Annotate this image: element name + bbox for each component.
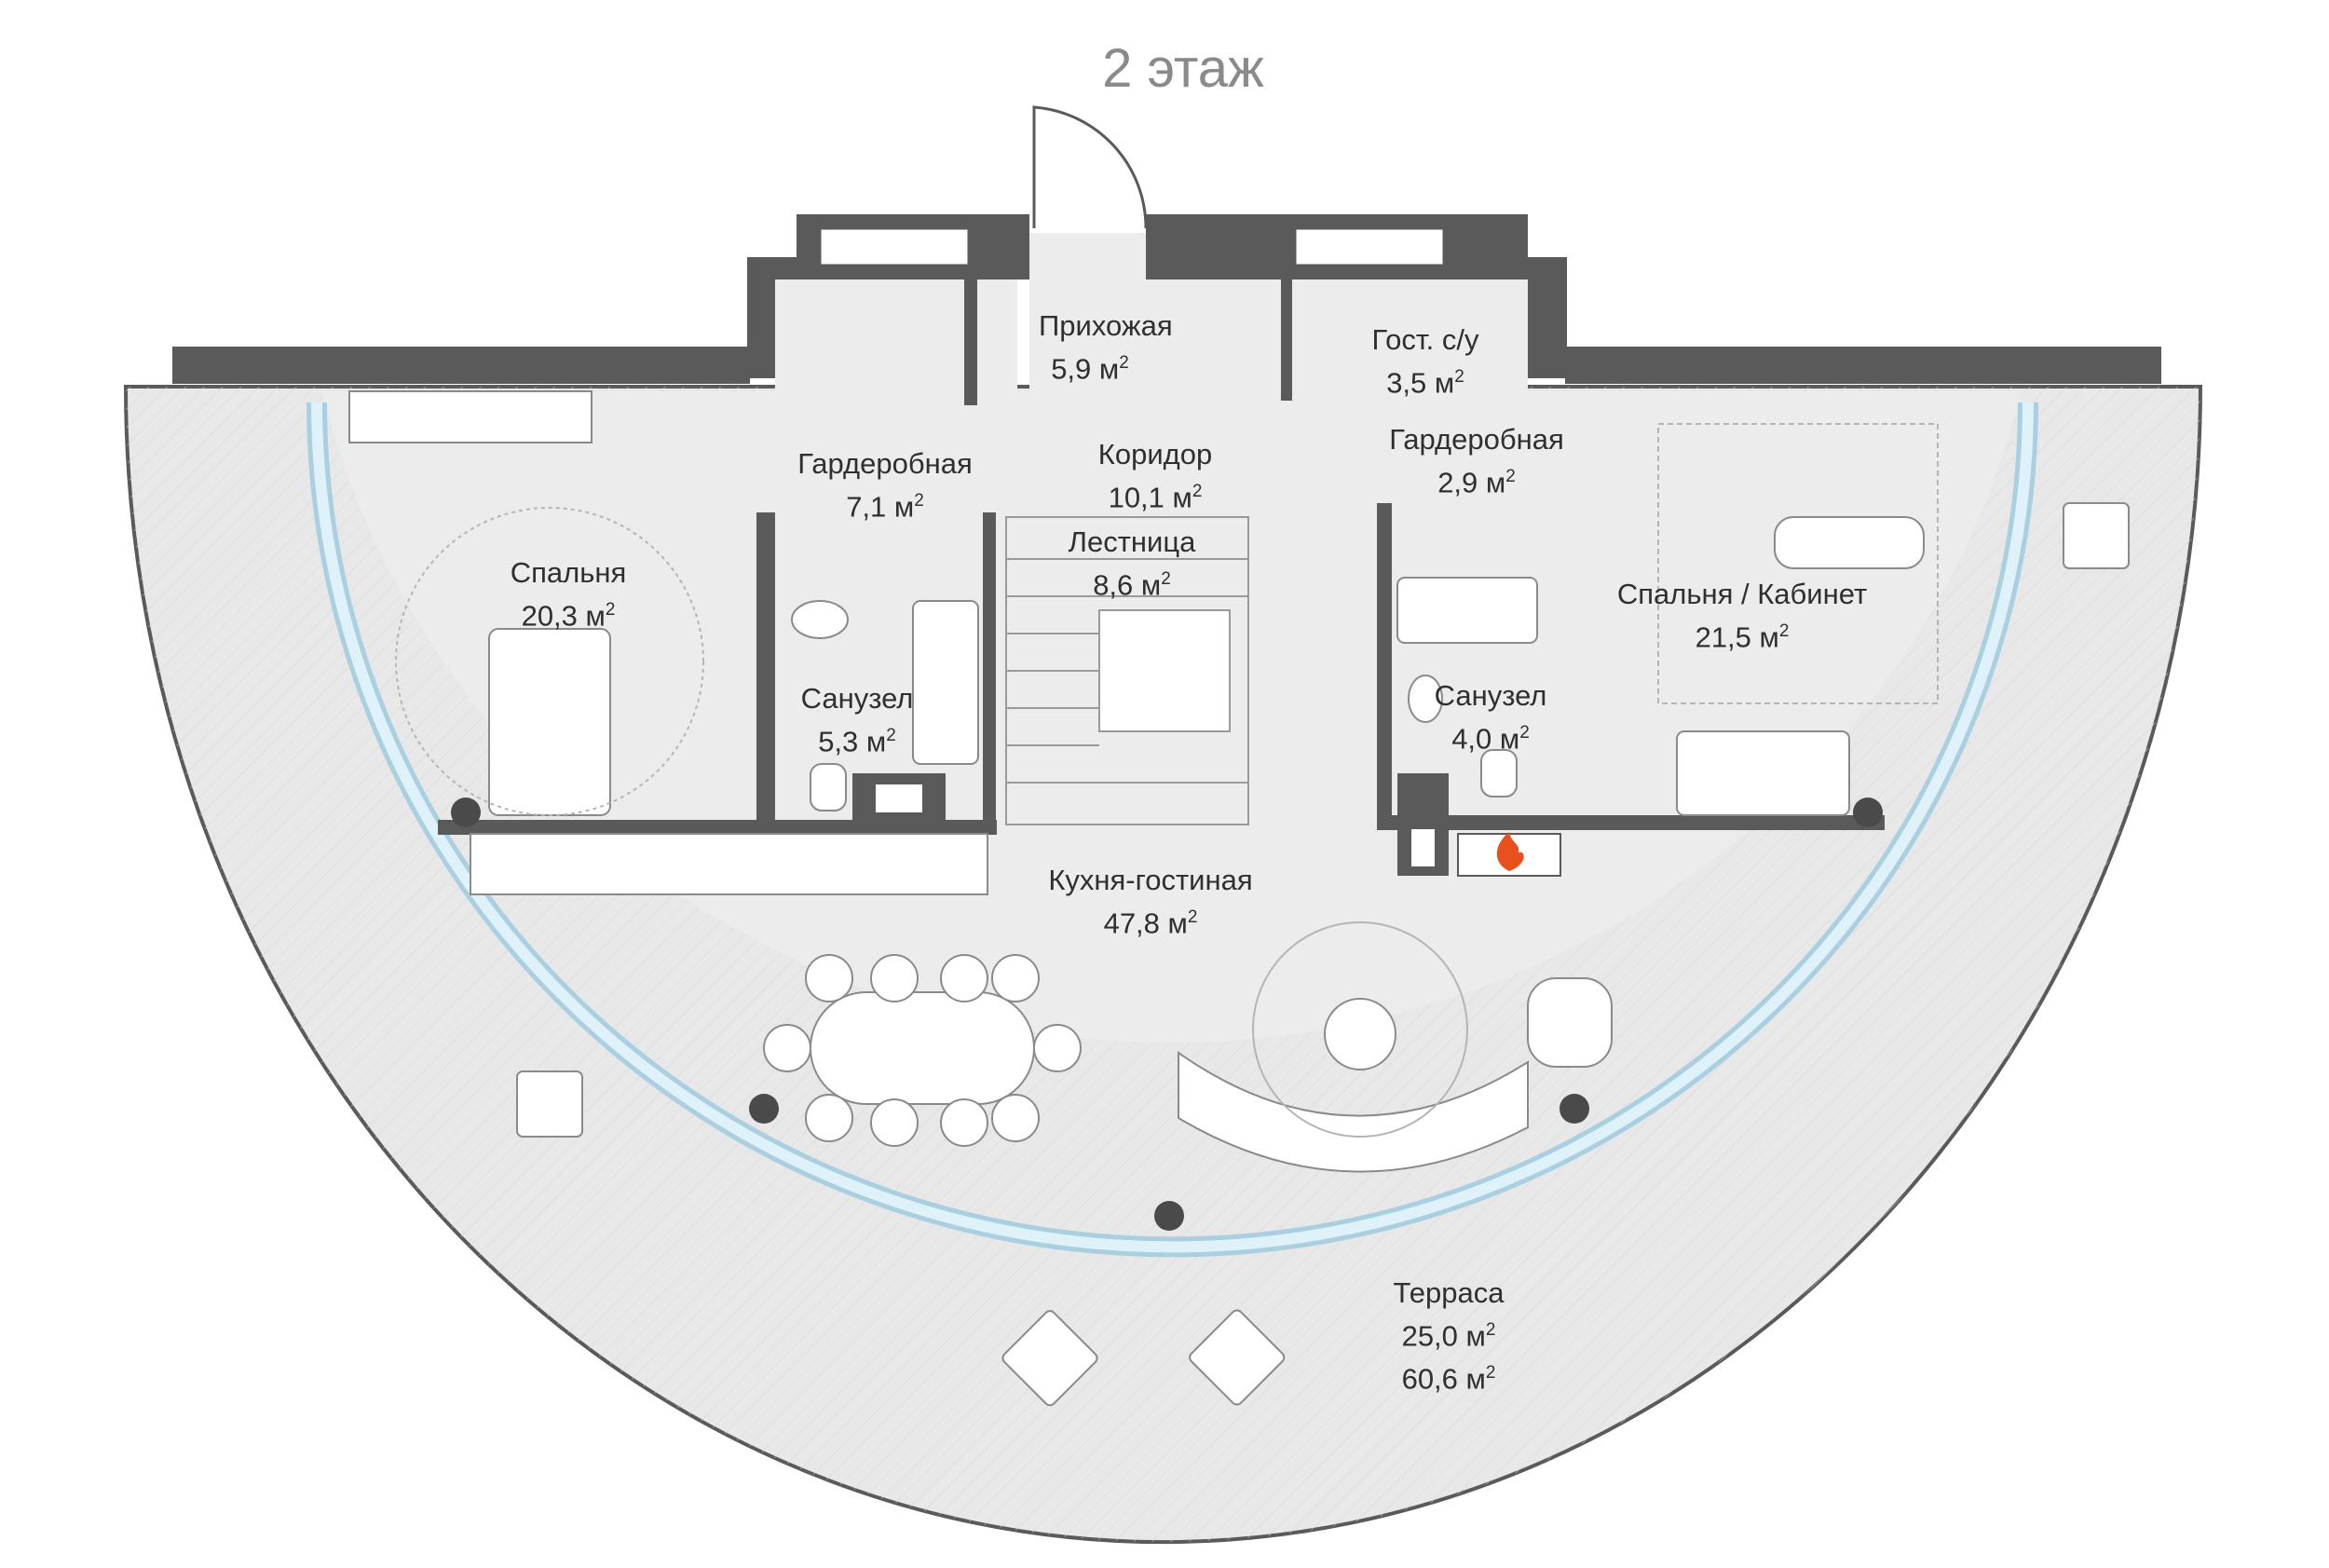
living-rug: [1252, 921, 1468, 1138]
wardrobe-left-upper-floor: [775, 280, 1017, 410]
sink-left: [791, 600, 849, 639]
wall-left-bedroom: [756, 512, 775, 825]
glass-facade-inner: [311, 402, 2034, 1253]
room-label-terrace: Терраса 25,0 м2 60,6 м2: [1393, 1276, 1505, 1396]
staircase: [1005, 516, 1249, 825]
hall-floor: [1029, 233, 1146, 512]
entry-door[interactable]: [1032, 105, 1148, 229]
bathtub-left: [912, 600, 979, 765]
dining-chairs: [763, 954, 1082, 1147]
wall-upper-right: [1528, 257, 1567, 378]
wall-right-bath: [1377, 503, 1392, 825]
wall-right-column-inner: [1411, 829, 1435, 866]
office-rug: [1657, 423, 1939, 704]
office-desk: [1774, 516, 1925, 569]
columns: [451, 798, 1883, 1231]
terrace-loungers: [516, 502, 2130, 1407]
right-sofa: [1676, 730, 1850, 816]
wall-top-right: [1565, 347, 2161, 384]
bedroom-rug: [395, 507, 704, 816]
desk-left: [348, 390, 592, 443]
wall-top-left: [172, 347, 750, 384]
kitchen-counter: [470, 833, 988, 895]
dining-table: [810, 991, 1035, 1105]
fire-icon: [1496, 832, 1524, 871]
wall-fireplace-inner: [876, 784, 922, 812]
armchair-living: [1527, 977, 1613, 1068]
toilet-left: [810, 763, 847, 811]
floor-title: 2 этаж: [1102, 38, 1264, 99]
wall-wardrobe-left: [964, 280, 977, 405]
bathtub-right: [1396, 577, 1538, 644]
wardrobe-upper-right-floor: [1146, 280, 1528, 410]
wall-guest-wc: [1281, 280, 1292, 401]
wall-upper-left-window: [818, 226, 971, 267]
wall-bath-left-right: [983, 512, 996, 825]
living-sofa: [1178, 1051, 1529, 1173]
wall-right-bottom: [1377, 815, 1885, 830]
wall-upper-right-window: [1293, 226, 1446, 267]
sink-right: [1408, 675, 1443, 723]
bed: [488, 628, 611, 816]
coffee-table: [1324, 998, 1396, 1070]
toilet-right: [1480, 749, 1518, 798]
